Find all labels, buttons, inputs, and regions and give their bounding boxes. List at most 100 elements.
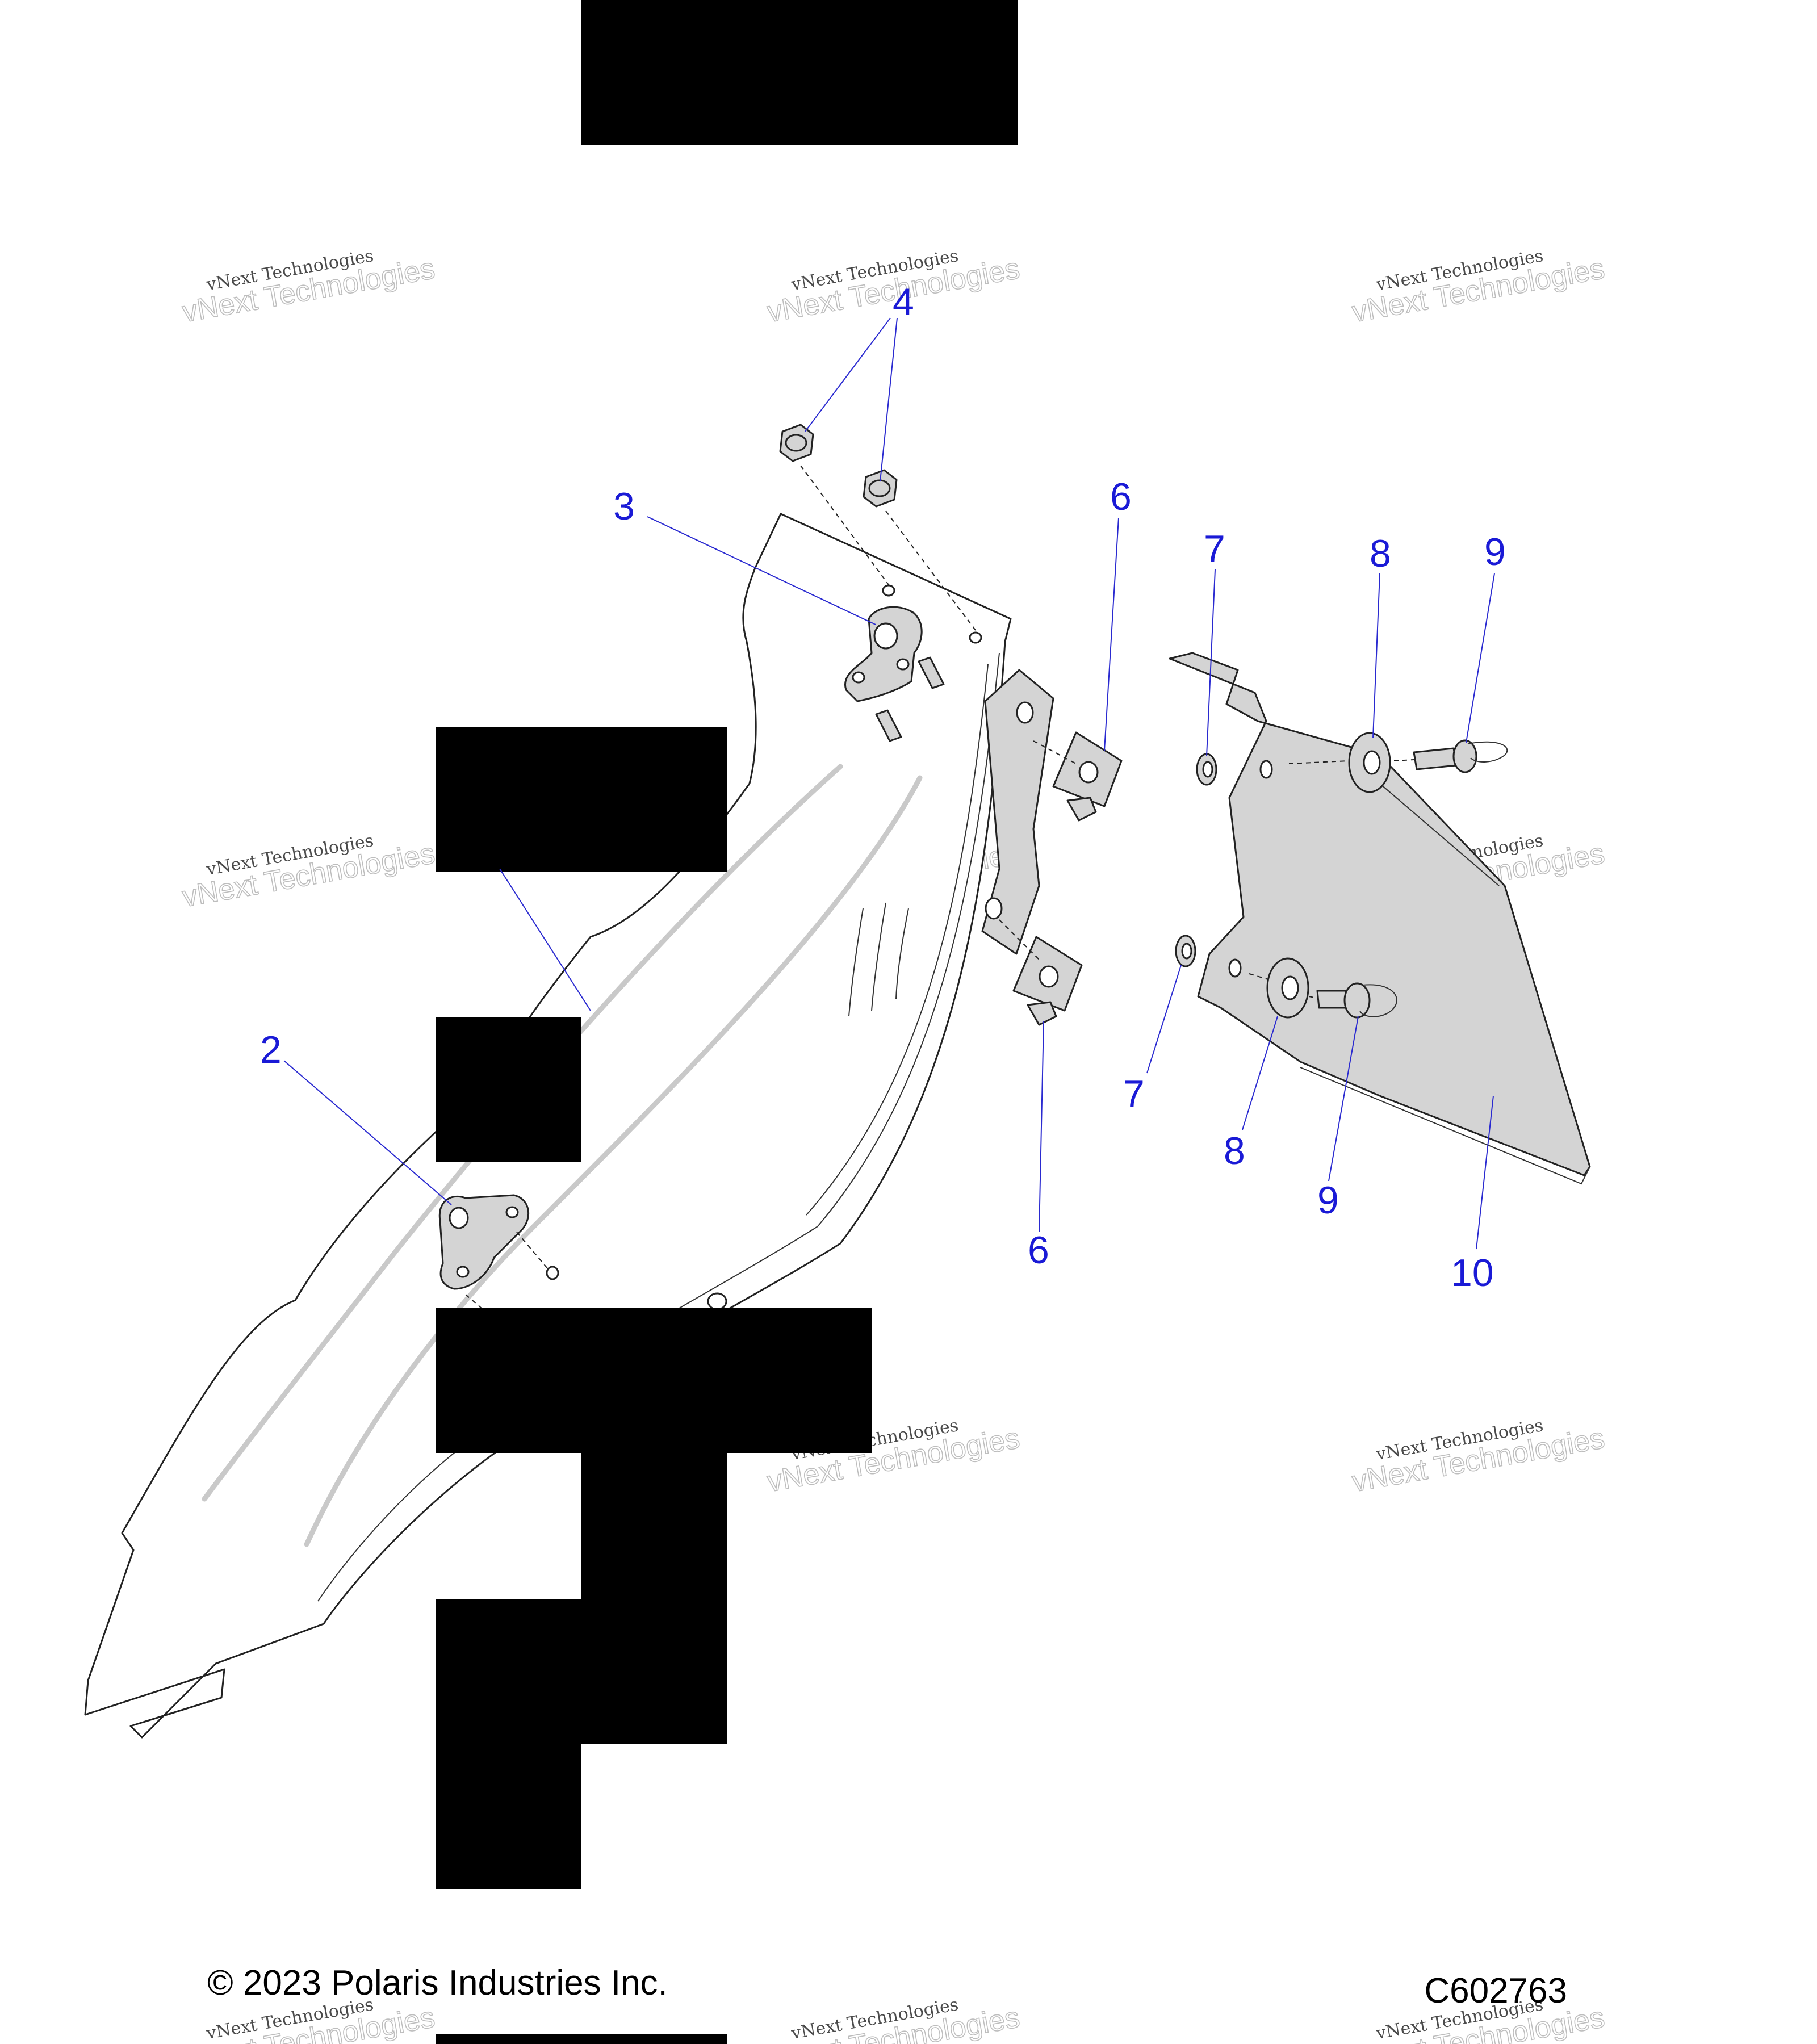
redaction-block [581, 0, 1018, 145]
redaction-block [581, 1453, 727, 1599]
side-plate-part-10 [1169, 652, 1591, 1185]
copyright-notice: © 2023 Polaris Industries Inc. [207, 1963, 668, 2003]
pin-9-shaft [1316, 990, 1349, 1009]
fender-curve-mark [895, 908, 909, 1000]
side-plate-hole [1259, 760, 1273, 779]
pin-body [875, 709, 902, 742]
side-plate-body [1169, 652, 1591, 1176]
fender-rib [202, 764, 843, 1502]
leader-line [1039, 1020, 1044, 1233]
bracket-part-3 [844, 606, 923, 702]
bracket-3-hole [896, 658, 910, 671]
watermark: vNext Technologies vNext Technologies [179, 246, 438, 329]
watermark: vNext Technologies vNext Technologies [179, 1995, 438, 2044]
leader-line [1328, 1016, 1359, 1182]
leader-line [880, 317, 898, 482]
bracket-3-hole [852, 671, 865, 684]
leader-line [1104, 517, 1119, 751]
redaction-block [436, 1599, 727, 1744]
redaction-block [436, 2034, 727, 2044]
fender-inner-edge [317, 652, 1000, 1602]
callout-6-top: 6 [1110, 475, 1132, 518]
redaction-block [436, 1017, 581, 1162]
washer-part-7 [1175, 935, 1196, 967]
redactions [436, 0, 1018, 2044]
fender-rib-lower [304, 775, 923, 1547]
fender-hole [969, 631, 982, 644]
side-plate-hole [1228, 958, 1242, 978]
leader-lines [283, 317, 1495, 1250]
callout-9-top: 9 [1484, 530, 1506, 573]
leader-line [499, 868, 591, 1011]
callouts: 2 3 4 6 6 7 7 8 8 9 9 10 [260, 280, 1506, 1295]
callout-7-bottom: 7 [1123, 1073, 1145, 1116]
leader-line [1206, 569, 1216, 757]
pin-alignment-line [1393, 759, 1414, 761]
pin-part-9 [1413, 739, 1508, 773]
redaction-block [436, 1743, 581, 1889]
pin-part-9 [1316, 982, 1397, 1019]
side-plate-crease [1379, 783, 1500, 886]
washer-part-7 [1196, 753, 1217, 786]
washer-part-8 [1348, 732, 1391, 793]
leader-line [805, 317, 891, 432]
bracket-part-2 [438, 1194, 530, 1290]
callout-8-bottom: 8 [1224, 1129, 1245, 1172]
diagram-code: C602763 [1424, 1971, 1567, 2011]
pin-9-head [1343, 982, 1371, 1019]
nut-face [785, 434, 807, 452]
leader-line [647, 516, 876, 625]
callout-6-bottom: 6 [1028, 1229, 1049, 1272]
washer-8-inner [1281, 975, 1299, 1000]
watermark: vNext Technologies vNext Technologies [1349, 1415, 1607, 1499]
redaction-block [436, 1308, 872, 1453]
leader-line [1372, 573, 1380, 739]
washer-7-inner [1181, 943, 1192, 960]
clip-alignment-line [999, 919, 1040, 960]
callout-8-top: 8 [1370, 532, 1391, 575]
alignment-pin [875, 656, 945, 742]
leader-line [283, 1060, 452, 1205]
callout-3: 3 [613, 485, 635, 528]
fender-curve-mark [871, 902, 886, 1011]
pin-9-shaft [1413, 747, 1458, 770]
leader-line [1476, 1095, 1494, 1250]
fender-hole [707, 1292, 727, 1310]
pin-9-ring [1359, 984, 1397, 1017]
bracket-2-hole [505, 1206, 519, 1218]
callout-10: 10 [1451, 1251, 1494, 1295]
pin-body [918, 656, 945, 689]
bracket-hole [1016, 701, 1034, 724]
side-plate-edge [1300, 1067, 1590, 1185]
callout-9-bottom: 9 [1317, 1179, 1339, 1222]
callout-7-top: 7 [1204, 527, 1225, 571]
fender-hole [882, 584, 895, 597]
fender-lip [806, 664, 989, 1216]
bracket-2-hole [449, 1207, 469, 1229]
clip-nut-hole [1078, 761, 1099, 784]
pin-9-head [1452, 739, 1477, 773]
washer-alignment-line [1288, 760, 1349, 764]
bracket-2-alignment-line [465, 1294, 486, 1312]
bracket-hole [985, 897, 1003, 920]
clip-nut-hole [1039, 965, 1059, 988]
clip-nut-tab [1066, 797, 1097, 822]
callout-2: 2 [260, 1028, 282, 1071]
washer-7-inner [1202, 761, 1213, 778]
redaction-block [436, 727, 727, 872]
nut-part-4 [779, 424, 814, 462]
watermark: vNext Technologies vNext Technologies [764, 1995, 1023, 2044]
clip-nut-part-6 [1052, 731, 1123, 822]
mount-bracket-plate [981, 669, 1054, 955]
mount-bracket [981, 669, 1054, 955]
leader-line [1466, 573, 1495, 743]
fender-curve-mark [848, 908, 864, 1017]
pin-alignment-line [1308, 996, 1318, 999]
nut-alignment-line [800, 465, 889, 585]
fastener-small [546, 1266, 559, 1280]
bracket-2-hole [456, 1266, 470, 1278]
nut-part-4 [863, 469, 898, 508]
leader-line [1242, 1016, 1278, 1130]
washer-8-inner [1363, 750, 1381, 775]
